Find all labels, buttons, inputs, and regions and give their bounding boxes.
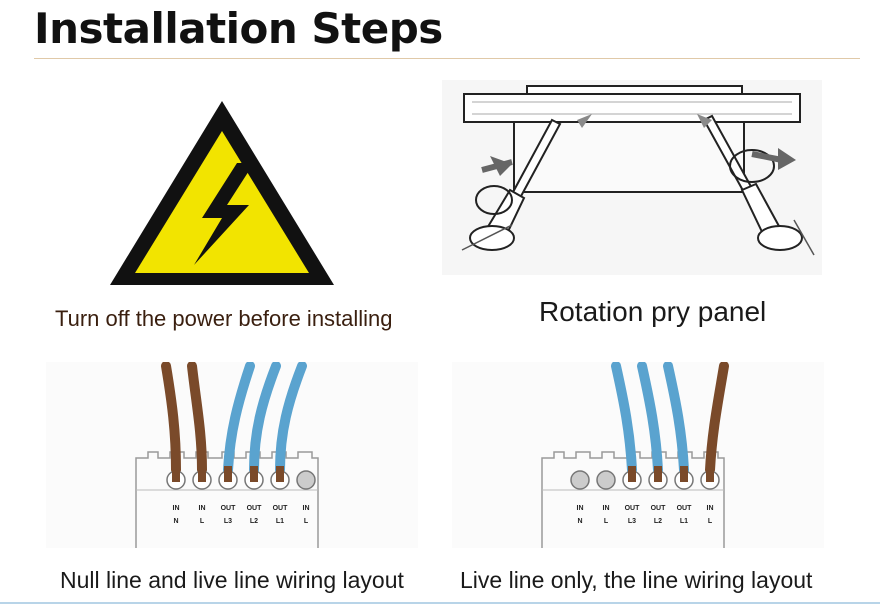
terminal-label-bottom: L [200, 518, 205, 525]
terminal-label-top: OUT [651, 505, 667, 512]
terminal-label-bottom: L3 [224, 518, 232, 525]
live-only-wiring-diagram: IN IN OUT OUT OUT IN N L L3 L2 L1 L [452, 362, 824, 548]
terminal-label-top: IN [603, 505, 610, 512]
right-screwdriver [702, 114, 803, 251]
wire-tip [680, 466, 688, 482]
wire-tip [224, 466, 232, 482]
terminal-label-top: OUT [625, 505, 641, 512]
page-title: Installation Steps [34, 4, 443, 53]
blue-wire [223, 362, 255, 475]
step2-caption: Rotation pry panel [539, 296, 767, 327]
terminal-label-bottom: L2 [250, 518, 258, 525]
step4-caption: Live line only, the line wiring layout [460, 567, 813, 593]
step1-caption: Turn off the power before installing [55, 306, 393, 331]
terminal-label-bottom: L [708, 518, 713, 525]
terminal-label-top: IN [577, 505, 584, 512]
high-voltage-warning-icon [110, 101, 334, 285]
terminal-label-top: OUT [247, 505, 263, 512]
terminal-label-top: IN [707, 505, 714, 512]
blue-wire [611, 362, 637, 475]
brown-wire [705, 362, 729, 475]
terminal-label-bottom: L3 [628, 518, 636, 525]
left-screwdriver [469, 118, 562, 251]
title-divider [34, 58, 860, 59]
terminal-label-bottom: L1 [276, 518, 284, 525]
brown-wire [161, 362, 181, 475]
wire-tip [628, 466, 636, 482]
wire-tip [250, 466, 258, 482]
terminal-label-bottom: N [173, 518, 178, 525]
null-live-wiring-diagram: IN IN OUT OUT OUT IN N L L3 L2 L1 L [46, 362, 418, 548]
step3-caption: Null line and live line wiring layout [60, 567, 404, 593]
terminal-label-bottom: L2 [654, 518, 662, 525]
terminal-label-top: IN [173, 505, 180, 512]
terminal-label-top: OUT [221, 505, 237, 512]
blue-wire [637, 362, 663, 475]
wire-tip [654, 466, 662, 482]
terminal-label-bottom: L [304, 518, 309, 525]
wire-tip [172, 466, 180, 482]
bottom-border [0, 602, 880, 604]
blue-wire [249, 362, 281, 475]
terminal-label-top: IN [199, 505, 206, 512]
screwdriver-pry-panel-icon [442, 80, 822, 275]
terminal-label-bottom: L [604, 518, 609, 525]
wire-tip [706, 466, 714, 482]
terminal-label-top: OUT [273, 505, 289, 512]
terminal-label-bottom: N [577, 518, 582, 525]
terminal-label-bottom: L1 [680, 518, 688, 525]
blue-wire [275, 362, 307, 475]
wire-tip [198, 466, 206, 482]
terminal-label-top: OUT [677, 505, 693, 512]
terminal-label-top: IN [303, 505, 310, 512]
wire-tip [276, 466, 284, 482]
blue-wire [663, 362, 689, 475]
brown-wire [187, 362, 207, 475]
